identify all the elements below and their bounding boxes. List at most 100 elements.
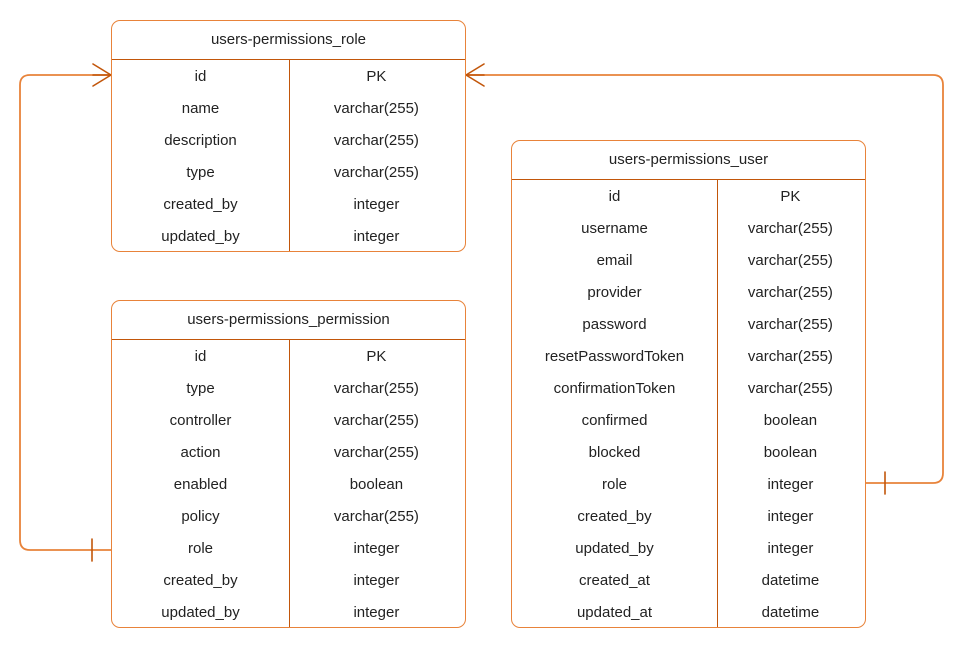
field-name: role <box>601 475 627 493</box>
field-type: varchar(255) <box>333 379 419 397</box>
field-name: enabled <box>173 475 228 493</box>
field-row[interactable]: created_by integer <box>512 500 865 532</box>
field-row[interactable]: type varchar(255) <box>112 372 465 404</box>
field-type: boolean <box>349 475 404 493</box>
entity-users-permissions_role[interactable]: users-permissions_role id PK name varchar(2… <box>111 20 466 252</box>
field-type: integer <box>353 603 400 621</box>
field-type: PK <box>780 187 801 205</box>
field-name: created_by <box>577 507 652 525</box>
field-row[interactable]: policy varchar(255) <box>112 500 465 532</box>
field-row[interactable]: role integer <box>112 532 465 564</box>
field-name: description <box>164 131 237 149</box>
field-name: id <box>194 67 207 85</box>
field-row[interactable]: id PK <box>112 60 465 92</box>
field-type: boolean <box>763 411 818 429</box>
connector-role-to-permission <box>19 74 112 551</box>
field-type: integer <box>353 195 400 213</box>
field-type: integer <box>767 475 814 493</box>
field-row[interactable]: confirmationToken varchar(255) <box>512 372 865 404</box>
field-name: password <box>582 315 647 333</box>
entity-users-permissions_user[interactable]: users-permissions_user id PK username varch… <box>511 140 866 628</box>
field-name: controller <box>169 411 232 429</box>
field-name: type <box>186 163 215 181</box>
field-row[interactable]: type varchar(255) <box>112 156 465 188</box>
field-name: updated_by <box>161 227 240 245</box>
field-row[interactable]: updated_at datetime <box>512 596 865 627</box>
field-type: integer <box>353 539 400 557</box>
field-name: username <box>581 219 648 237</box>
entity-title: users-permissions_permission <box>112 301 465 340</box>
field-type: varchar(255) <box>747 315 833 333</box>
field-name: created_by <box>163 195 238 213</box>
field-row[interactable]: username varchar(255) <box>512 212 865 244</box>
field-name: id <box>608 187 621 205</box>
field-name: name <box>181 99 220 117</box>
field-row[interactable]: action varchar(255) <box>112 436 465 468</box>
field-name: updated_by <box>161 603 240 621</box>
field-row[interactable]: id PK <box>512 180 865 212</box>
field-type: varchar(255) <box>333 163 419 181</box>
field-name: action <box>180 443 221 461</box>
field-row[interactable]: blocked boolean <box>512 436 865 468</box>
field-row[interactable]: updated_by integer <box>512 532 865 564</box>
entity-title: users-permissions_role <box>112 21 465 60</box>
field-row[interactable]: role integer <box>512 468 865 500</box>
field-name: id <box>194 347 207 365</box>
field-row[interactable]: resetPasswordToken varchar(255) <box>512 340 865 372</box>
field-name: email <box>596 251 633 269</box>
field-type: PK <box>366 67 387 85</box>
crowfoot-many-role-left <box>92 63 112 87</box>
entity-fields: id PK username varchar(255) email varchar(255… <box>512 180 865 627</box>
field-type: varchar(255) <box>333 507 419 525</box>
column-divider <box>289 60 290 251</box>
field-type: varchar(255) <box>333 443 419 461</box>
field-row[interactable]: created_by integer <box>112 564 465 596</box>
field-row[interactable]: name varchar(255) <box>112 92 465 124</box>
field-name: role <box>187 539 213 557</box>
field-name: updated_by <box>575 539 654 557</box>
field-type: varchar(255) <box>747 283 833 301</box>
field-row[interactable]: description varchar(255) <box>112 124 465 156</box>
field-type: varchar(255) <box>747 347 833 365</box>
field-row[interactable]: provider varchar(255) <box>512 276 865 308</box>
field-type: varchar(255) <box>333 131 419 149</box>
field-row[interactable]: enabled boolean <box>112 468 465 500</box>
field-name: provider <box>587 283 642 301</box>
field-type: varchar(255) <box>333 411 419 429</box>
crowfoot-many-role-right <box>465 63 485 87</box>
field-type: datetime <box>761 603 820 621</box>
field-name: created_by <box>163 571 238 589</box>
field-name: updated_at <box>576 603 653 621</box>
column-divider <box>717 180 718 627</box>
field-name: type <box>186 379 215 397</box>
field-type: integer <box>353 571 400 589</box>
field-type: varchar(255) <box>747 219 833 237</box>
field-type: varchar(255) <box>747 379 833 397</box>
field-type: integer <box>767 539 814 557</box>
field-row[interactable]: controller varchar(255) <box>112 404 465 436</box>
column-divider <box>289 340 290 627</box>
field-type: varchar(255) <box>747 251 833 269</box>
field-name: policy <box>181 507 220 525</box>
field-row[interactable]: email varchar(255) <box>512 244 865 276</box>
field-type: boolean <box>763 443 818 461</box>
field-name: resetPasswordToken <box>544 347 685 365</box>
field-row[interactable]: updated_by integer <box>112 596 465 627</box>
entity-fields: id PK name varchar(255) description varchar(2… <box>112 60 465 251</box>
field-name: confirmationToken <box>553 379 676 397</box>
field-row[interactable]: created_by integer <box>112 188 465 220</box>
entity-title: users-permissions_user <box>512 141 865 180</box>
field-name: created_at <box>579 571 650 589</box>
field-type: integer <box>767 507 814 525</box>
field-row[interactable]: password varchar(255) <box>512 308 865 340</box>
field-row[interactable]: updated_by integer <box>112 220 465 251</box>
field-name: blocked <box>588 443 641 461</box>
field-type: integer <box>353 227 400 245</box>
field-type: varchar(255) <box>333 99 419 117</box>
